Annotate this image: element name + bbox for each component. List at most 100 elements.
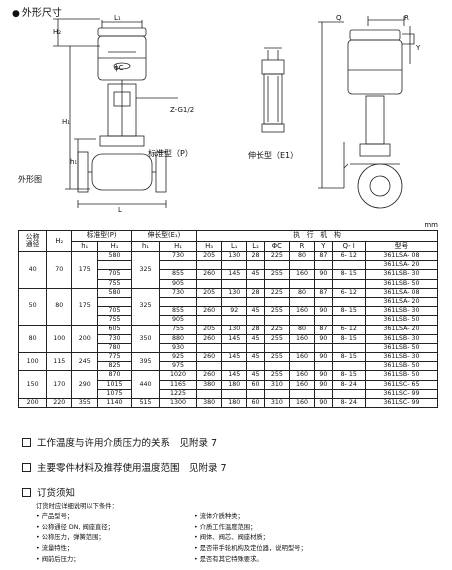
table-cell <box>331 296 366 308</box>
table-cell: 90 <box>314 306 333 317</box>
table-cell <box>263 260 290 271</box>
table-cell: 361LSC- 99 <box>364 397 439 409</box>
checkbox-icon <box>22 438 31 447</box>
table-cell: 290 <box>71 370 99 399</box>
table-cell <box>97 296 132 308</box>
header-h2: H₂ <box>46 230 73 252</box>
table-cell: 205 <box>195 324 223 335</box>
table-cell: 515 <box>130 397 161 409</box>
header-col: H₁ <box>159 240 197 252</box>
table-cell: 87 <box>314 250 333 262</box>
ordering-item: • 公称通径 DN, 阀座直径； <box>36 523 114 531</box>
table-cell: 1140 <box>97 397 132 409</box>
table-cell: 175 <box>71 287 99 326</box>
table-cell: 580 <box>97 250 132 262</box>
table-cell: 361LSA- 08 <box>364 287 439 298</box>
table-cell: 100 <box>17 352 48 372</box>
table-cell <box>288 388 316 400</box>
table-cell: 6- 12 <box>331 324 366 335</box>
table-cell <box>314 260 333 271</box>
table-cell: 255 <box>263 306 290 317</box>
table-cell: 40 <box>17 251 48 289</box>
table-cell: 150 <box>17 370 48 399</box>
table-cell: 380 <box>195 397 223 409</box>
table-cell: 755 <box>159 324 197 335</box>
table-cell: 1075 <box>97 388 132 400</box>
table-cell <box>288 361 316 372</box>
table-cell <box>331 388 366 400</box>
table-cell: 205 <box>195 287 223 298</box>
table-cell: 361LSB- 50 <box>364 315 439 326</box>
table-cell: 361LSA- 20 <box>364 296 439 308</box>
table-cell: 260 <box>195 370 223 381</box>
ordering-info: 订货时应详细说明以下条件： • 产品型号；• 公称通径 DN, 阀座直径；• 公… <box>36 502 307 563</box>
dim-l1-label: L₁ <box>114 14 121 22</box>
table-cell: 90 <box>314 333 333 344</box>
table-cell: 180 <box>221 397 248 409</box>
header-standard: 标准型(P) <box>71 230 132 242</box>
thread-label: Z-G1/2 <box>170 106 194 114</box>
table-cell: 180 <box>221 379 248 390</box>
table-cell: 145 <box>221 269 248 280</box>
table-cell <box>331 278 366 289</box>
table-cell: 45 <box>246 333 265 344</box>
table-cell <box>263 315 290 326</box>
table-cell: 1015 <box>97 379 132 390</box>
table-cell: 160 <box>288 370 316 381</box>
table-cell: 255 <box>263 370 290 381</box>
table-cell <box>331 315 366 326</box>
table-cell: 395 <box>130 352 161 372</box>
header-col: H₁ <box>97 240 132 252</box>
table-cell: 200 <box>17 397 48 409</box>
table-cell <box>159 260 197 271</box>
ordering-item: • 介质工作温度范围； <box>194 523 257 531</box>
table-cell <box>195 260 223 271</box>
valve-outline-drawing: H₂ H₁ h₁ L L₁ ϕC Q R Y Z-G1/2 <box>53 14 421 214</box>
table-cell: 580 <box>97 287 132 298</box>
table-cell: 1300 <box>159 397 197 409</box>
section-title: ●外形尺寸 <box>12 8 62 19</box>
table-cell: 310 <box>263 379 290 390</box>
table-cell <box>246 342 265 354</box>
table-cell: 361LSC- 99 <box>364 388 439 400</box>
table-cell: 225 <box>263 287 290 298</box>
table-cell: 130 <box>221 287 248 298</box>
table-cell: 130 <box>221 324 248 335</box>
table-cell: 361LSB- 30 <box>364 269 439 280</box>
table-cell: 8- 15 <box>331 333 366 344</box>
table-cell: 160 <box>288 397 316 409</box>
table-cell <box>263 278 290 289</box>
table-cell: 705 <box>97 306 132 317</box>
ordering-item: • 流量特性； <box>36 545 74 553</box>
table-cell <box>263 342 290 354</box>
table-cell: 80 <box>17 324 48 354</box>
table-cell: 60 <box>246 379 265 390</box>
table-cell: 260 <box>195 269 223 280</box>
header-dn: 公称通径 <box>17 230 48 252</box>
table-cell: 855 <box>159 269 197 280</box>
table-cell <box>195 315 223 326</box>
table-cell: 855 <box>159 306 197 317</box>
table-cell: 28 <box>246 287 265 298</box>
table-cell <box>221 278 248 289</box>
table-cell: 45 <box>246 370 265 381</box>
table-cell: 380 <box>195 379 223 390</box>
table-cell: 245 <box>71 352 99 372</box>
table-cell <box>97 260 132 271</box>
table-cell: 90 <box>314 352 333 363</box>
table-cell <box>314 361 333 372</box>
ordering-item: • 是否有其它特殊要求。 <box>194 555 263 563</box>
caption-extended: 伸长型（E1） <box>248 151 299 160</box>
header-actuator: 执 行 机 构 <box>196 230 438 242</box>
table-cell <box>331 260 366 271</box>
table-cell: 225 <box>263 324 290 335</box>
table-cell: 130 <box>221 250 248 262</box>
table-cell: 28 <box>246 250 265 262</box>
ordering-item: • 公称压力，弹簧范围； <box>36 534 105 542</box>
dim-y-label: Y <box>415 44 421 52</box>
table-cell <box>246 278 265 289</box>
dim-h2-label: H₂ <box>53 28 61 36</box>
